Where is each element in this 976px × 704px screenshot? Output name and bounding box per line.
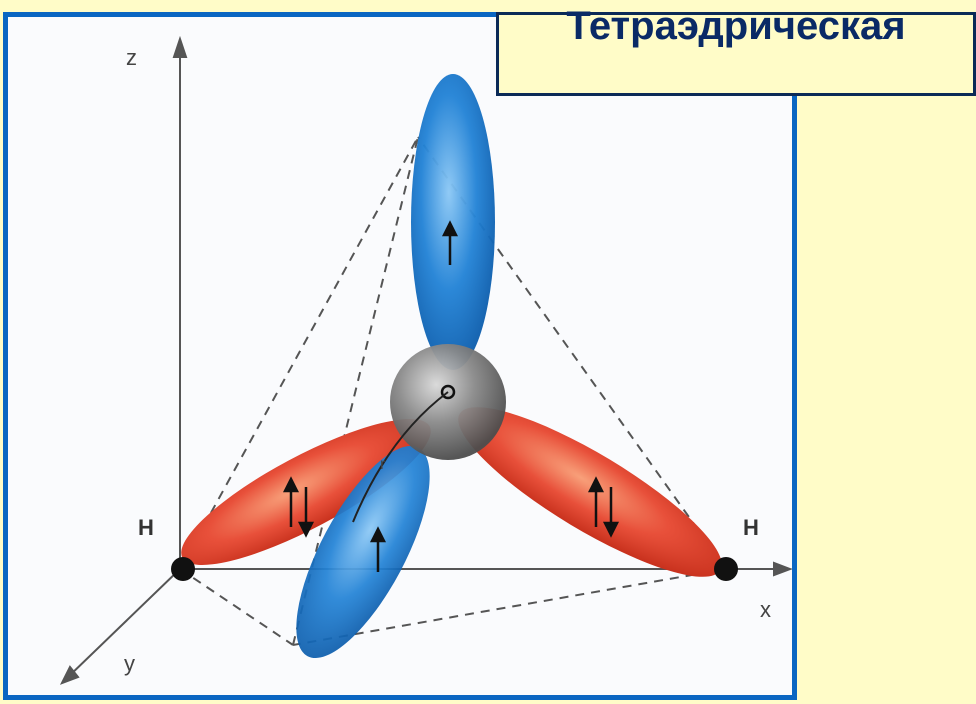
radius-mark-label: r <box>380 456 386 473</box>
radius-line <box>352 391 449 523</box>
y-axis-arrow <box>59 665 80 685</box>
atom-h-right-label: H <box>743 515 759 540</box>
title-box: Тетраэдрическая <box>496 4 976 96</box>
x-axis-arrow <box>773 561 792 577</box>
orbital-diagram: z x y H H r <box>59 35 792 685</box>
central-atom <box>352 344 506 523</box>
hydrogen-atom-right <box>714 557 738 581</box>
diagram-frame: z x y H H r <box>3 12 797 700</box>
orbital-front <box>296 445 430 659</box>
z-axis-arrow <box>172 35 188 58</box>
hydrogen-atom-left <box>171 557 195 581</box>
nucleus-marker <box>440 384 456 400</box>
atom-h-left-label: H <box>138 515 154 540</box>
axis-x-label: x <box>760 597 771 622</box>
y-axis <box>65 568 181 680</box>
axis-z-label: z <box>126 45 137 70</box>
axis-y-label: y <box>124 651 135 676</box>
orbital-top <box>411 74 495 370</box>
lone-orbitals <box>296 74 495 659</box>
page-title: Тетраэдрическая <box>566 4 906 48</box>
spin-arrows <box>282 220 620 572</box>
